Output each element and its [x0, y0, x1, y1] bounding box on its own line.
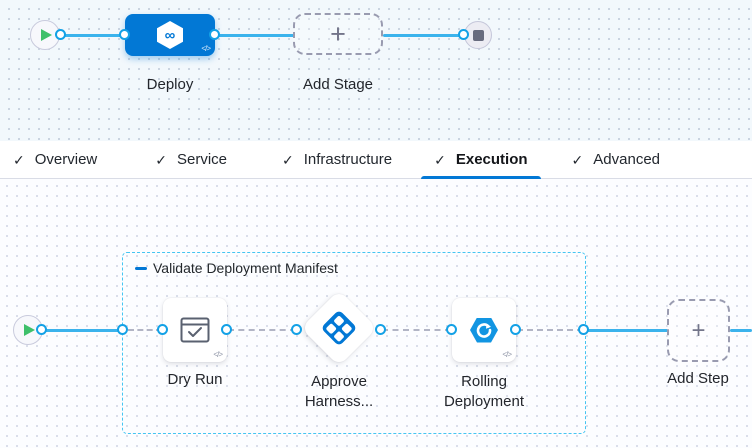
connector-port: [119, 29, 130, 40]
tab-advanced[interactable]: ✓ Advanced: [571, 151, 660, 168]
add-stage-label: Add Stage: [302, 76, 374, 93]
collapse-icon[interactable]: [135, 266, 147, 270]
plus-icon: +: [691, 316, 706, 344]
exec-edge-line: [585, 329, 668, 332]
exec-edge-line: [730, 329, 752, 332]
code-toggle-icon[interactable]: </>: [213, 350, 223, 359]
connector-port: [375, 324, 386, 335]
connector-port: [578, 324, 589, 335]
stage-edge-line: [58, 34, 126, 37]
check-icon: ✓: [13, 151, 25, 168]
stop-icon: [472, 29, 484, 41]
harness-approval-icon: [320, 309, 358, 347]
step-node-dry-run[interactable]: </>: [163, 298, 227, 362]
check-icon: ✓: [434, 151, 446, 168]
step-group-validate-deployment-manifest: Validate Deployment Manifest: [122, 252, 586, 434]
stage-edge-line: [215, 34, 294, 37]
check-icon: ✓: [282, 151, 294, 168]
step-group-title: Validate Deployment Manifest: [153, 260, 338, 276]
harness-deploy-icon: ∞: [157, 21, 183, 49]
connector-port: [157, 324, 168, 335]
exec-edge-dashed: [128, 329, 162, 331]
connector-port: [36, 324, 47, 335]
tab-overview[interactable]: ✓ Overview: [13, 151, 98, 168]
play-icon: [24, 324, 35, 336]
code-toggle-icon[interactable]: </>: [201, 44, 211, 53]
connector-port: [221, 324, 232, 335]
tab-infrastructure[interactable]: ✓ Infrastructure: [282, 151, 393, 168]
stage-config-tabs: ✓ Overview ✓ Service ✓ Infrastructure ✓ …: [0, 141, 752, 179]
exec-edge-dashed: [382, 329, 451, 331]
play-icon: [41, 29, 52, 41]
exec-edge-dashed: [517, 329, 583, 331]
connector-port: [55, 29, 66, 40]
stage-canvas: ∞ </> + Deploy Add Stage: [0, 0, 752, 141]
add-step-button[interactable]: +: [667, 299, 730, 362]
tab-service[interactable]: ✓ Service: [155, 151, 228, 168]
connector-port: [209, 29, 220, 40]
connector-port: [117, 324, 128, 335]
tab-execution[interactable]: ✓ Execution: [421, 141, 541, 179]
connector-port: [446, 324, 457, 335]
step-label: Dry Run: [167, 371, 223, 388]
stage-label: Deploy: [146, 76, 194, 93]
rolling-deployment-icon: [470, 317, 498, 343]
step-group-header[interactable]: Validate Deployment Manifest: [135, 260, 338, 276]
connector-port: [291, 324, 302, 335]
connector-port: [510, 324, 521, 335]
exec-edge-line: [42, 329, 124, 332]
code-toggle-icon[interactable]: </>: [502, 350, 512, 359]
check-icon: ✓: [571, 151, 584, 168]
add-step-label: Add Step: [667, 370, 729, 387]
execution-canvas: [0, 179, 752, 448]
stage-edge-line: [383, 34, 465, 37]
window-check-icon: [180, 317, 210, 343]
connector-port: [458, 29, 469, 40]
plus-icon: +: [330, 18, 346, 49]
step-node-rolling-deployment[interactable]: </>: [452, 298, 516, 362]
stage-node-deploy[interactable]: ∞ </>: [125, 14, 215, 56]
step-label: Approve Harness...: [304, 373, 374, 410]
add-stage-button[interactable]: +: [293, 13, 383, 55]
step-label: Rolling Deployment: [443, 373, 525, 410]
exec-edge-dashed: [228, 329, 296, 331]
check-icon: ✓: [155, 151, 167, 168]
